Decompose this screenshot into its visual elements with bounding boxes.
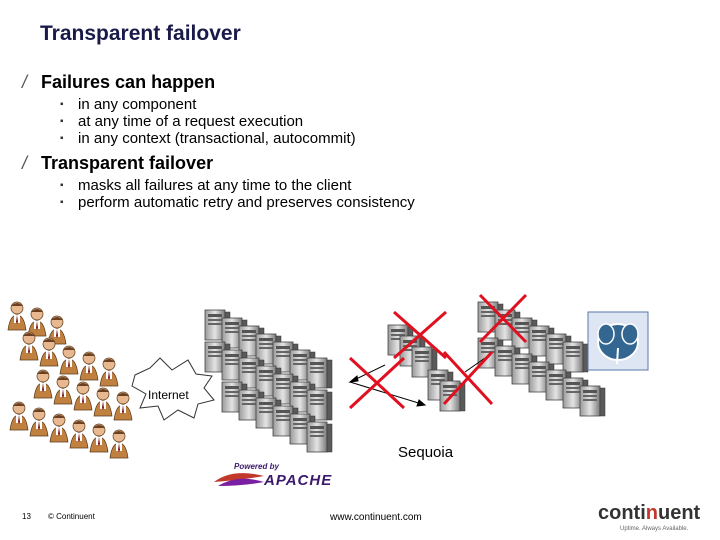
- failure-cross-icons: [348, 293, 528, 410]
- list-item: ▪ perform automatic retry and preserves c…: [58, 194, 415, 211]
- continuent-logo: continuent: [598, 502, 700, 525]
- logo-accent: n: [645, 502, 658, 524]
- slide-title: Transparent failover: [40, 22, 241, 45]
- internet-cloud-icon: [131, 357, 215, 421]
- logo-prefix: conti: [598, 502, 646, 524]
- web-server-cluster: [204, 309, 333, 453]
- client-users-group: [7, 301, 133, 459]
- apache-feather-icon: [214, 473, 264, 486]
- failures-bullet-list: ▪ in any component ▪ at any time of a requ…: [58, 96, 356, 147]
- footer-url: www.continuent.com: [330, 512, 422, 523]
- section-heading-transparent: / Transparent failover: [22, 153, 213, 174]
- postgresql-logo-icon: [587, 311, 649, 371]
- apache-name: APACHE: [264, 472, 333, 489]
- list-item: ▪ at any time of a request execution: [58, 113, 356, 130]
- sequoia-label: Sequoia: [398, 444, 454, 461]
- bullet-marker-icon: /: [22, 153, 28, 173]
- logo-tagline: Uptime. Always Available.: [620, 526, 689, 532]
- bullet-marker-icon: /: [22, 72, 28, 92]
- bullet-text: in any component: [78, 96, 197, 113]
- copyright-text: © Continuent: [48, 512, 95, 521]
- bullet-dot-icon: ▪: [60, 197, 64, 208]
- bullet-dot-icon: ▪: [60, 180, 64, 191]
- bullet-dot-icon: ▪: [60, 99, 64, 110]
- section-heading-failures: / Failures can happen: [22, 72, 215, 93]
- bullet-text: at any time of a request execution: [78, 113, 304, 130]
- architecture-diagram: [7, 293, 649, 459]
- list-item: ▪ in any component: [58, 96, 356, 113]
- bullet-text: masks all failures at any time to the cl…: [78, 177, 352, 194]
- section-heading-text: Transparent failover: [41, 153, 214, 173]
- apache-logo: Powered by APACHE: [212, 462, 352, 490]
- transparent-bullet-list: ▪ masks all failures at any time to the c…: [58, 177, 415, 211]
- list-item: ▪ in any context (transactional, autocomm…: [58, 130, 356, 147]
- section-heading-text: Failures can happen: [41, 72, 216, 92]
- bullet-text: perform automatic retry and preserves co…: [78, 194, 415, 211]
- list-item: ▪ masks all failures at any time to the c…: [58, 177, 415, 194]
- apache-powered-by: Powered by: [234, 462, 279, 471]
- internet-label: Internet: [148, 388, 189, 402]
- sequoia-controllers: [387, 324, 466, 412]
- logo-suffix: uent: [658, 502, 701, 524]
- database-server-cluster: [477, 301, 606, 417]
- bullet-text: in any context (transactional, autocommi…: [78, 130, 356, 147]
- slide-number: 13: [22, 512, 31, 521]
- bullet-dot-icon: ▪: [60, 116, 64, 127]
- bullet-dot-icon: ▪: [60, 133, 64, 144]
